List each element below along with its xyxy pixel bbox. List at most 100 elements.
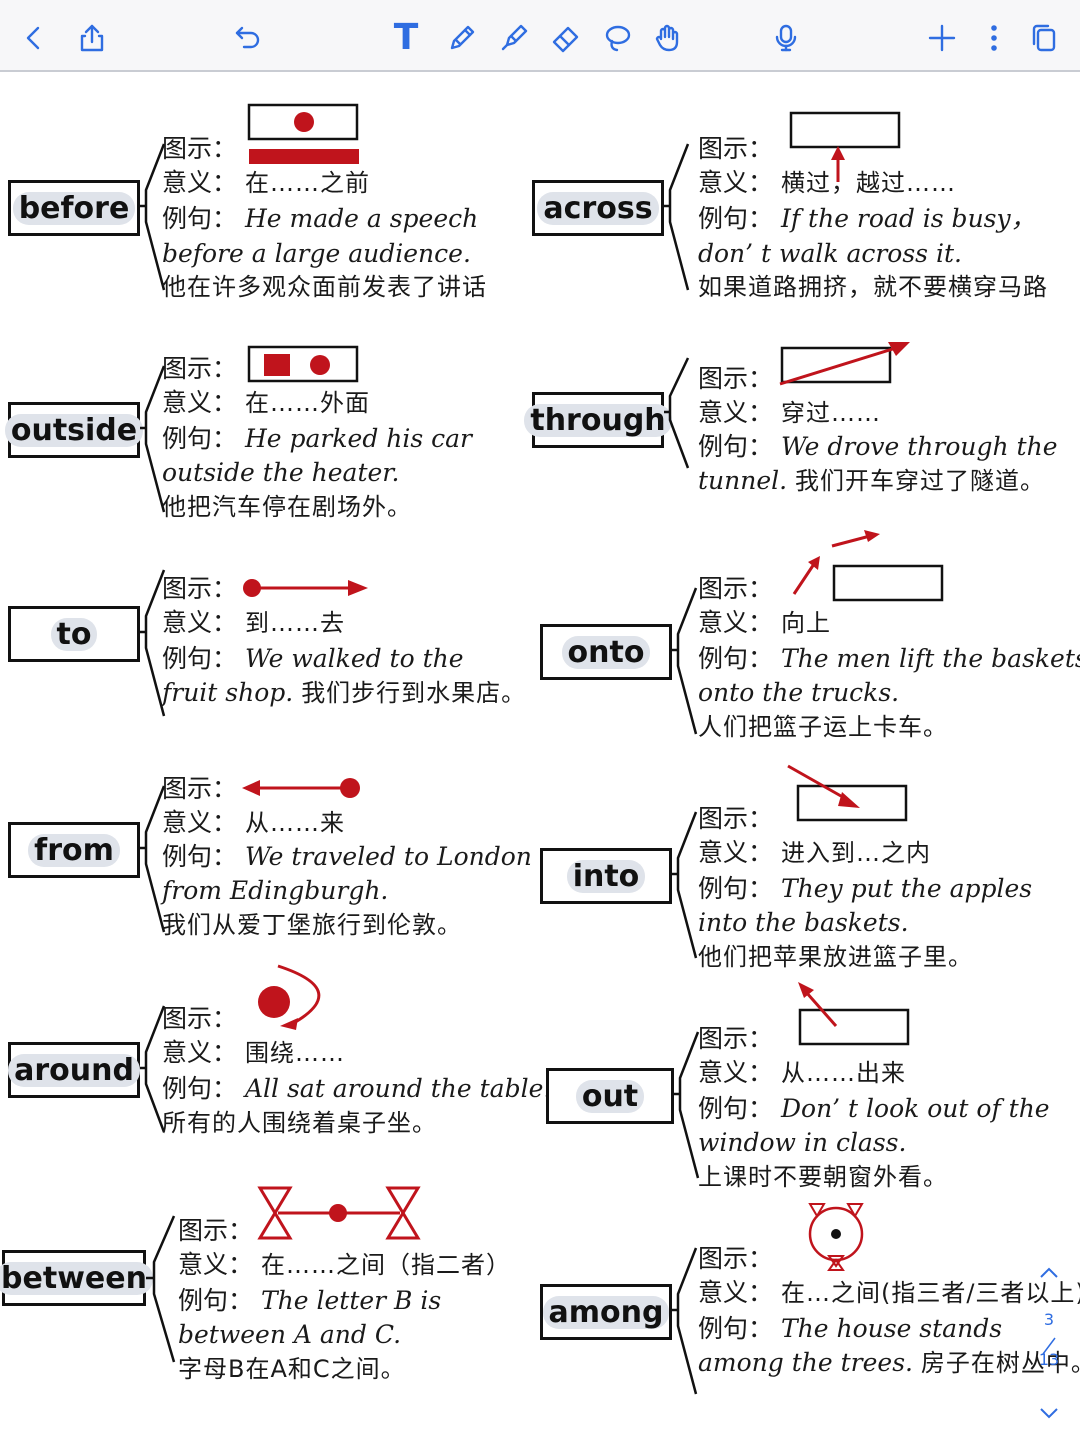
meaning-text: 在…之间(指三者/三者以上): [780, 1279, 1080, 1307]
scroll-up-icon[interactable]: [1036, 1264, 1062, 1283]
example-en: outside the heater.: [162, 458, 400, 487]
word-box-from: from: [8, 822, 140, 878]
example-en: They put the apples: [780, 874, 1033, 903]
add-icon[interactable]: [922, 18, 962, 58]
example-en: from Edingburgh.: [162, 876, 389, 905]
meaning-text: 进入到…之内: [780, 839, 931, 867]
word-label: into: [566, 859, 646, 893]
example-cn: 人们把篮子运上卡车。: [698, 713, 948, 741]
brace: [140, 785, 166, 933]
word-box-before: before: [8, 180, 140, 236]
example-en: All sat around the table.: [244, 1074, 552, 1103]
example-en: Don’ t look out of the: [780, 1094, 1050, 1123]
example-en: between A and C.: [178, 1320, 402, 1349]
note-page[interactable]: before 图示： 意义： 在……之前 例句： He made a speec…: [0, 74, 1080, 1440]
example-en: don’ t walk across it.: [698, 239, 962, 268]
example-en: We drove through the: [780, 432, 1058, 461]
meaning-text: 从……出来: [780, 1059, 906, 1087]
diagram-into: [787, 764, 908, 822]
meaning-text: 在……之间（指二者）: [260, 1251, 511, 1279]
pen-tool-icon[interactable]: [442, 18, 482, 58]
lasso-icon[interactable]: [598, 18, 638, 58]
example-cn: 上课时不要朝窗外看。: [698, 1163, 948, 1191]
diagram-outside: [247, 345, 359, 383]
scroll-down-icon[interactable]: [1036, 1404, 1062, 1423]
diagram-label: 图示：: [162, 574, 238, 603]
meaning-label: 意义：: [698, 1058, 774, 1087]
meaning-label: 意义：: [698, 1278, 774, 1307]
meaning-text: 到……去: [244, 609, 345, 637]
diagram-label: 图示：: [162, 354, 238, 383]
diagram-label: 图示：: [698, 1244, 774, 1273]
meaning-label: 意义：: [698, 398, 774, 427]
example-cn: 他们把苹果放进篮子里。: [698, 943, 973, 971]
example-label: 例句：: [698, 874, 774, 903]
diagram-among: [808, 1203, 864, 1271]
example-label: 例句：: [178, 1286, 254, 1315]
pages-icon[interactable]: [1024, 18, 1064, 58]
example-en: We walked to the: [244, 644, 464, 673]
meaning-text: 在……外面: [244, 389, 370, 417]
diagram-onto: [792, 530, 944, 602]
example-label: 例句：: [162, 204, 238, 233]
brace: [146, 1215, 176, 1363]
highlighter-icon[interactable]: [494, 18, 534, 58]
meaning-label: 意义：: [162, 168, 238, 197]
page-number-total: 13: [1038, 1350, 1060, 1369]
example-label: 例句：: [698, 432, 774, 461]
share-icon[interactable]: [72, 18, 112, 58]
back-icon[interactable]: [14, 18, 54, 58]
hand-icon[interactable]: [648, 18, 688, 58]
brace: [140, 1005, 166, 1133]
diagram-through: [779, 342, 910, 386]
brace: [672, 587, 698, 735]
word-label: among: [542, 1295, 670, 1329]
text-tool-icon[interactable]: T: [393, 17, 419, 58]
page-number-current: 3: [1043, 1310, 1055, 1329]
diagram-across: [789, 111, 901, 182]
word-box-among: among: [540, 1284, 672, 1340]
brace: [140, 365, 166, 513]
diagram-label: 图示：: [698, 1024, 774, 1053]
diagram-label: 图示：: [162, 134, 238, 163]
meaning-text: 穿过……: [780, 399, 881, 427]
meaning-label: 意义：: [698, 168, 774, 197]
example-cn: 房子在树丛中。: [920, 1349, 1080, 1377]
meaning-label: 意义：: [178, 1250, 254, 1279]
meaning-label: 意义：: [162, 808, 238, 837]
diagram-label: 图示：: [698, 804, 774, 833]
eraser-icon[interactable]: [546, 18, 586, 58]
word-label: between: [0, 1261, 153, 1295]
diagram-label: 图示：: [162, 1004, 238, 1033]
meaning-text: 围绕……: [244, 1039, 345, 1067]
word-label: across: [537, 191, 659, 225]
example-en: window in class.: [698, 1128, 907, 1157]
example-en: The men lift the baskets: [780, 644, 1080, 673]
diagram-between: [257, 1186, 421, 1240]
word-label: before: [12, 191, 136, 225]
example-en: onto the trucks.: [698, 678, 900, 707]
word-box-outside: outside: [4, 402, 144, 458]
undo-icon[interactable]: [228, 18, 268, 58]
meaning-label: 意义：: [698, 608, 774, 637]
diagram-from: [242, 778, 360, 798]
example-cn: 所有的人围绕着桌子坐。: [162, 1109, 437, 1137]
example-label: 例句：: [162, 1074, 238, 1103]
word-box-through: through: [524, 392, 672, 448]
example-en: He parked his car: [244, 424, 472, 453]
more-icon[interactable]: [974, 18, 1014, 58]
word-box-out: out: [546, 1068, 674, 1124]
word-label: out: [575, 1079, 645, 1113]
example-en: into the baskets.: [698, 908, 909, 937]
word-label: onto: [561, 635, 651, 669]
meaning-text: 向上: [780, 609, 831, 637]
brace: [140, 143, 166, 291]
diagram-label: 图示：: [698, 134, 774, 163]
microphone-icon[interactable]: [766, 18, 806, 58]
example-label: 例句：: [698, 644, 774, 673]
meaning-label: 意义：: [162, 608, 238, 637]
meaning-text: 在……之前: [244, 169, 370, 197]
meaning-label: 意义：: [162, 1038, 238, 1067]
word-label: from: [28, 833, 120, 867]
word-label: to: [50, 617, 98, 651]
